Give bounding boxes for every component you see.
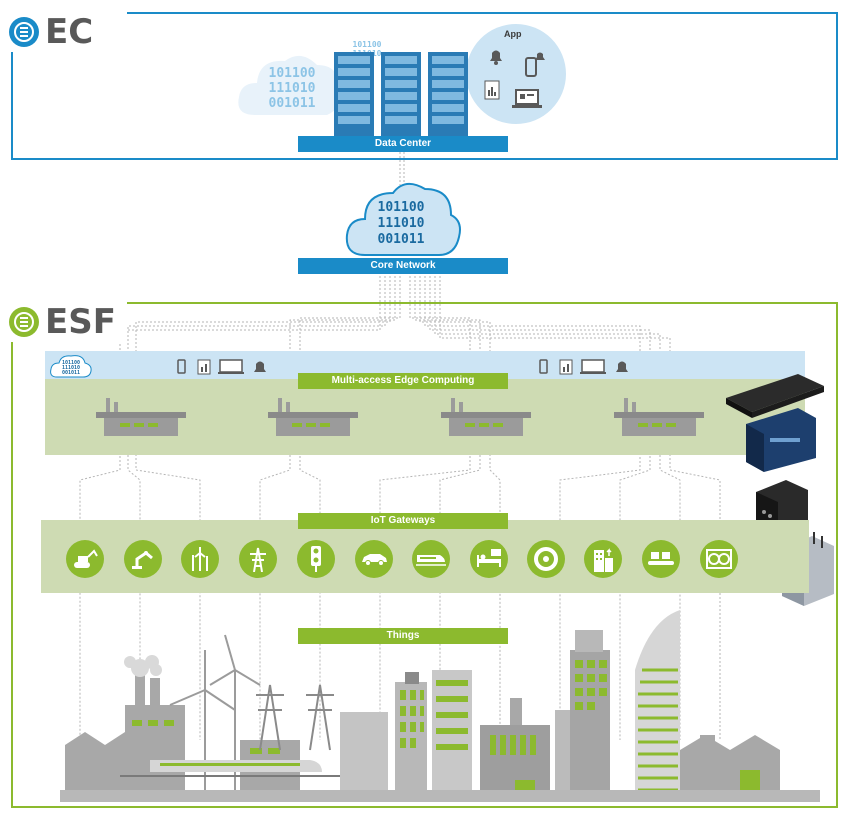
wind-turbine-icon [181, 540, 219, 578]
ec-logo: EC [9, 12, 127, 52]
data-center-binary: 101100 111010 001011 [268, 66, 316, 111]
power-pylon-icon [239, 540, 277, 578]
things-label: Things [298, 628, 508, 644]
core-network-cloud-icon [345, 182, 461, 256]
core-network-binary: 101100 111010 001011 [377, 200, 425, 247]
document-chart-icon [484, 80, 500, 100]
eurotech-logo-icon [9, 17, 39, 47]
server-rack-icon [334, 52, 468, 136]
mec-app-icons-right [539, 359, 628, 375]
smartphone-alert-icon [525, 52, 545, 77]
tire-icon [527, 540, 565, 578]
cooling-fan-icon [700, 540, 738, 578]
train-icon [412, 540, 450, 578]
ec-frame [11, 12, 838, 160]
eurotech-logo-icon [9, 307, 39, 337]
conveyor-icon [642, 540, 680, 578]
mec-label: Multi-access Edge Computing [298, 373, 508, 389]
esf-logo-text: ESF [45, 302, 116, 342]
data-center-label: Data Center [298, 136, 508, 152]
edge-node-icon [96, 398, 186, 436]
mec-app-icons-left [177, 359, 266, 375]
medical-bed-icon [470, 540, 508, 578]
core-network-label: Core Network [298, 258, 508, 274]
things-cityscape [60, 610, 820, 802]
app-label: App [504, 29, 522, 39]
iot-gateways-label: IoT Gateways [298, 513, 508, 529]
data-center-cloud-icon [238, 55, 341, 115]
edge-server-hardware-icon [726, 374, 824, 472]
building-icon [584, 540, 622, 578]
alarm-bell-icon [490, 50, 502, 65]
laptop-dashboard-icon [512, 89, 542, 108]
robot-arm-icon [124, 540, 162, 578]
edge-node-icon [268, 398, 358, 436]
car-icon [355, 540, 393, 578]
esf-frame [11, 302, 838, 808]
excavator-icon [66, 540, 104, 578]
mec-cloud-icon [50, 355, 92, 378]
esf-logo: ESF [9, 302, 127, 342]
edge-node-icon [441, 398, 531, 436]
ec-logo-text: EC [45, 12, 94, 52]
traffic-light-icon [297, 540, 335, 578]
edge-node-icon [614, 398, 704, 436]
